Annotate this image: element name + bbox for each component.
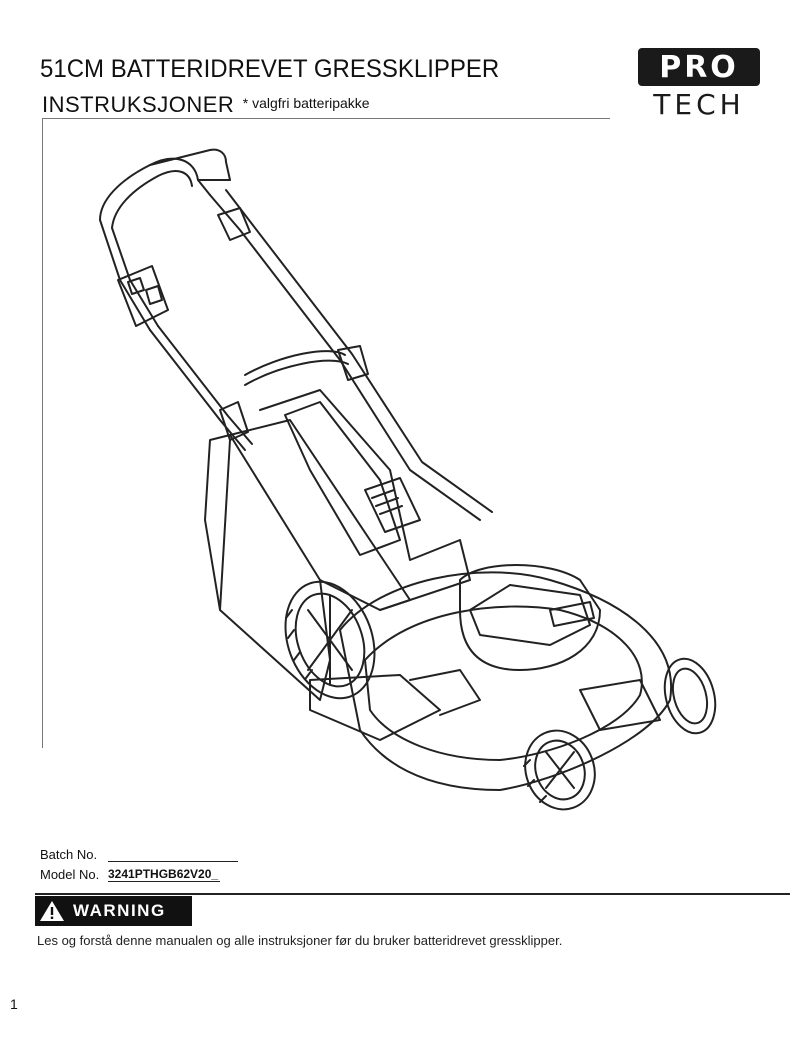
lawn-mower-illustration — [99, 148, 717, 811]
brand-logo: PRO TECH — [638, 48, 760, 121]
document-meta: Batch No. Model No. 3241PTHGB62V20_ — [40, 842, 238, 882]
frame-top-line — [42, 118, 610, 119]
subtitle-row: INSTRUKSJONER * valgfri batteripakke — [42, 92, 370, 118]
logo-line1: PRO — [659, 50, 739, 85]
logo-badge: PRO — [638, 48, 760, 86]
batch-row: Batch No. — [40, 842, 238, 862]
warning-triangle-icon — [40, 901, 64, 921]
batch-value-line — [108, 849, 238, 862]
subtitle-note: * valgfri batteripakke — [242, 95, 370, 111]
document-title: 51CM BATTERIDREVET GRESSKLIPPER — [40, 55, 500, 83]
frame-left-line — [42, 118, 43, 748]
page-number: 1 — [10, 996, 18, 1012]
warning-label: WARNING — [73, 901, 166, 920]
batch-label: Batch No. — [40, 847, 98, 862]
model-value: 3241PTHGB62V20_ — [108, 867, 221, 882]
document-subtitle: INSTRUKSJONER — [42, 92, 235, 117]
warning-text: Les og forstå denne manualen og alle ins… — [37, 933, 563, 948]
logo-line2: TECH — [653, 88, 745, 121]
model-label: Model No. — [40, 867, 100, 882]
section-divider — [35, 893, 790, 895]
warning-banner: WARNING — [35, 896, 192, 926]
model-row: Model No. 3241PTHGB62V20_ — [40, 862, 238, 882]
